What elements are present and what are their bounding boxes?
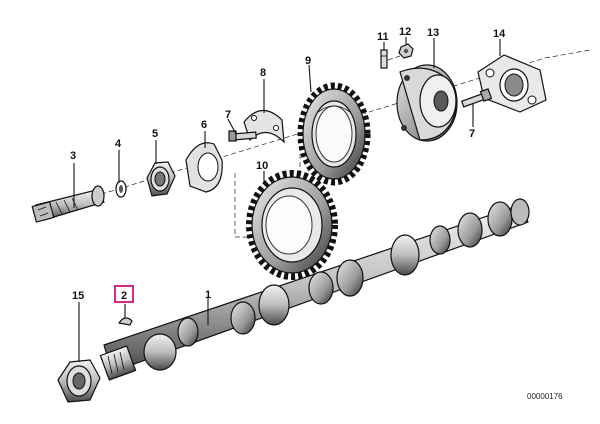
upper-sprocket bbox=[297, 82, 371, 186]
flange-plate bbox=[477, 54, 547, 113]
document-number: 00000176 bbox=[527, 392, 563, 401]
lower-sprocket bbox=[246, 170, 338, 280]
bolt-left bbox=[228, 130, 257, 142]
hub-adapter bbox=[396, 64, 458, 142]
callout-6[interactable]: 6 bbox=[201, 119, 207, 131]
callout-13[interactable]: 13 bbox=[427, 27, 439, 39]
hex-nut bbox=[146, 161, 176, 197]
callout-3[interactable]: 3 bbox=[70, 150, 76, 162]
callout-8[interactable]: 8 bbox=[260, 67, 266, 79]
callout-14[interactable]: 14 bbox=[493, 28, 506, 40]
thrust-plate bbox=[185, 142, 223, 193]
callout-2-highlight bbox=[114, 285, 134, 303]
callout-9[interactable]: 9 bbox=[305, 55, 311, 67]
callout-11[interactable]: 11 bbox=[377, 31, 389, 43]
callout-4[interactable]: 4 bbox=[115, 138, 122, 150]
locating-pin bbox=[380, 49, 388, 69]
leader-lines bbox=[73, 37, 501, 362]
callout-7-left[interactable]: 7 bbox=[225, 109, 231, 121]
callout-1[interactable]: 1 bbox=[205, 289, 211, 301]
small-nut bbox=[398, 43, 414, 59]
camshaft bbox=[99, 198, 530, 381]
callout-labels: 1 2 3 4 5 6 7 7 8 9 10 11 12 13 14 15 bbox=[70, 26, 506, 302]
camshaft-nut bbox=[57, 359, 101, 403]
callout-2[interactable]: 2 bbox=[121, 290, 127, 302]
bolt-right bbox=[460, 88, 493, 108]
callout-12[interactable]: 12 bbox=[399, 26, 411, 38]
woodruff-key bbox=[117, 317, 133, 326]
callout-5[interactable]: 5 bbox=[152, 128, 158, 140]
callout-15[interactable]: 15 bbox=[72, 290, 84, 302]
callout-10[interactable]: 10 bbox=[256, 160, 268, 172]
washer bbox=[115, 180, 127, 198]
callout-7-right[interactable]: 7 bbox=[469, 128, 475, 140]
drive-shaft-gear bbox=[31, 185, 105, 223]
